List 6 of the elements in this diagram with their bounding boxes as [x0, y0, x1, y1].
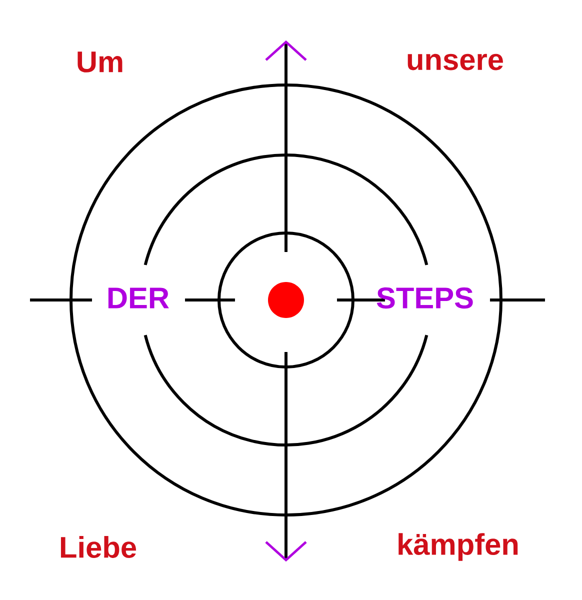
word-label: STEPS — [376, 287, 473, 309]
word-label: kämpfen — [398, 533, 518, 561]
word-label: DER — [108, 288, 169, 308]
word-label: unsere — [408, 54, 503, 70]
word-label: Liebe — [60, 536, 136, 558]
word-label: Um — [78, 52, 122, 72]
